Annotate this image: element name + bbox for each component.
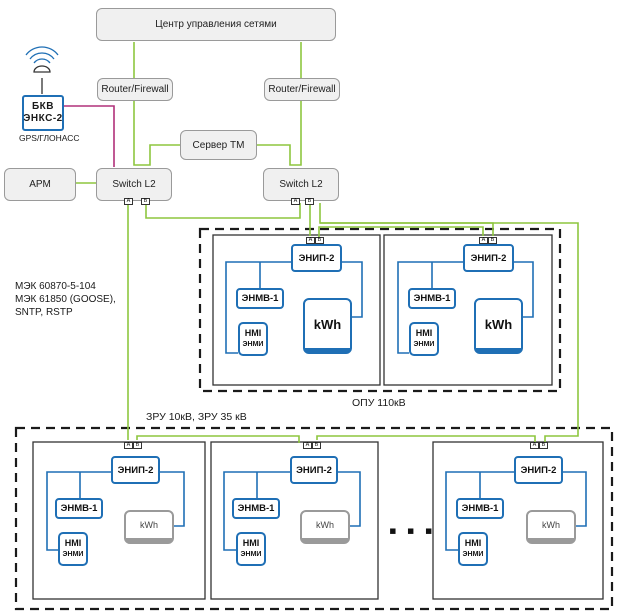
port-b: B (315, 237, 324, 244)
gps-label: GPS/ГЛОНАСС (19, 133, 80, 143)
enmi-label: ЭНМИ (242, 341, 264, 348)
device-links (46, 261, 587, 551)
switch-l2-left: Switch L2 (96, 168, 172, 201)
enmi-label: ЭНМИ (240, 551, 262, 558)
ellipsis: ▪ ▪ ▪ (389, 518, 435, 543)
bkv-title: БКВ (31, 101, 54, 112)
protocols-label: МЭК 60870-5-104 МЭК 61850 (GOOSE), SNTP,… (15, 280, 116, 319)
router-firewall-right: Router/Firewall (264, 78, 340, 101)
hmi-label: HMI (64, 538, 82, 548)
cabinet-frame (383, 234, 553, 386)
enmv1-device: ЭНМВ-1 (408, 288, 456, 309)
arm-workstation: АРМ (4, 168, 76, 201)
enmi-label: ЭНМИ (462, 551, 484, 558)
kwh-meter: kWh (300, 510, 350, 544)
cabinet-frame (32, 441, 206, 600)
port-a: A (306, 237, 315, 244)
hmi-label: HMI (464, 538, 482, 548)
cabinet-frame (212, 234, 381, 386)
enmi-label: ЭНМИ (413, 341, 435, 348)
hmi-label: HMI (415, 328, 433, 338)
enip2-device: ЭНИП-2 (290, 456, 338, 484)
port-b: B (488, 237, 497, 244)
bkv-enks2: БКВ ЭНКС-2 (22, 95, 64, 131)
enip2-device: ЭНИП-2 (514, 456, 563, 484)
router-firewall-left: Router/Firewall (97, 78, 173, 101)
zru-area-label: ЗРУ 10кВ, ЗРУ 35 кВ (146, 411, 247, 423)
cabinet-frame (210, 441, 379, 600)
hmi-device: HMI ЭНМИ (58, 532, 88, 566)
port-b: B (312, 442, 321, 449)
kwh-meter: kWh (526, 510, 576, 544)
port-a: A (479, 237, 488, 244)
antenna-icon (25, 46, 59, 94)
hmi-label: HMI (244, 328, 262, 338)
server-tm: Сервер ТМ (180, 130, 257, 160)
port-a: A (530, 442, 539, 449)
enip2-device: ЭНИП-2 (111, 456, 160, 484)
hmi-device: HMI ЭНМИ (236, 532, 266, 566)
protocol-line: SNTP, RSTP (15, 307, 73, 318)
kwh-meter: kWh (474, 298, 523, 354)
enmi-label: ЭНМИ (62, 551, 84, 558)
port-a: A (124, 198, 133, 205)
hmi-device: HMI ЭНМИ (409, 322, 439, 356)
enmv1-device: ЭНМВ-1 (55, 498, 103, 519)
switch-l2-right: Switch L2 (263, 168, 339, 201)
network-links (76, 42, 579, 443)
enmv1-device: ЭНМВ-1 (232, 498, 280, 519)
bkv-model: ЭНКС-2 (23, 113, 63, 124)
protocol-line: МЭК 61850 (GOOSE), (15, 294, 116, 305)
port-b: B (539, 442, 548, 449)
hmi-label: HMI (242, 538, 260, 548)
port-b: B (133, 442, 142, 449)
port-b: B (141, 198, 150, 205)
enmv1-device: ЭНМВ-1 (456, 498, 504, 519)
enip2-device: ЭНИП-2 (463, 244, 514, 272)
kwh-meter: kWh (124, 510, 174, 544)
opu-area-label: ОПУ 110кВ (352, 397, 406, 409)
port-a: A (303, 442, 312, 449)
opu-area-frame (198, 227, 562, 393)
hmi-device: HMI ЭНМИ (458, 532, 488, 566)
port-a: A (291, 198, 300, 205)
bkv-link (63, 105, 115, 167)
protocol-line: МЭК 60870-5-104 (15, 281, 96, 292)
enip2-device: ЭНИП-2 (291, 244, 342, 272)
hmi-device: HMI ЭНМИ (238, 322, 268, 356)
zru-area-frame (14, 426, 614, 611)
enmv1-device: ЭНМВ-1 (236, 288, 284, 309)
control-center: Центр управления сетями (96, 8, 336, 41)
port-b: B (305, 198, 314, 205)
port-a: A (124, 442, 133, 449)
kwh-meter: kWh (303, 298, 352, 354)
cabinet-frame (432, 441, 604, 600)
